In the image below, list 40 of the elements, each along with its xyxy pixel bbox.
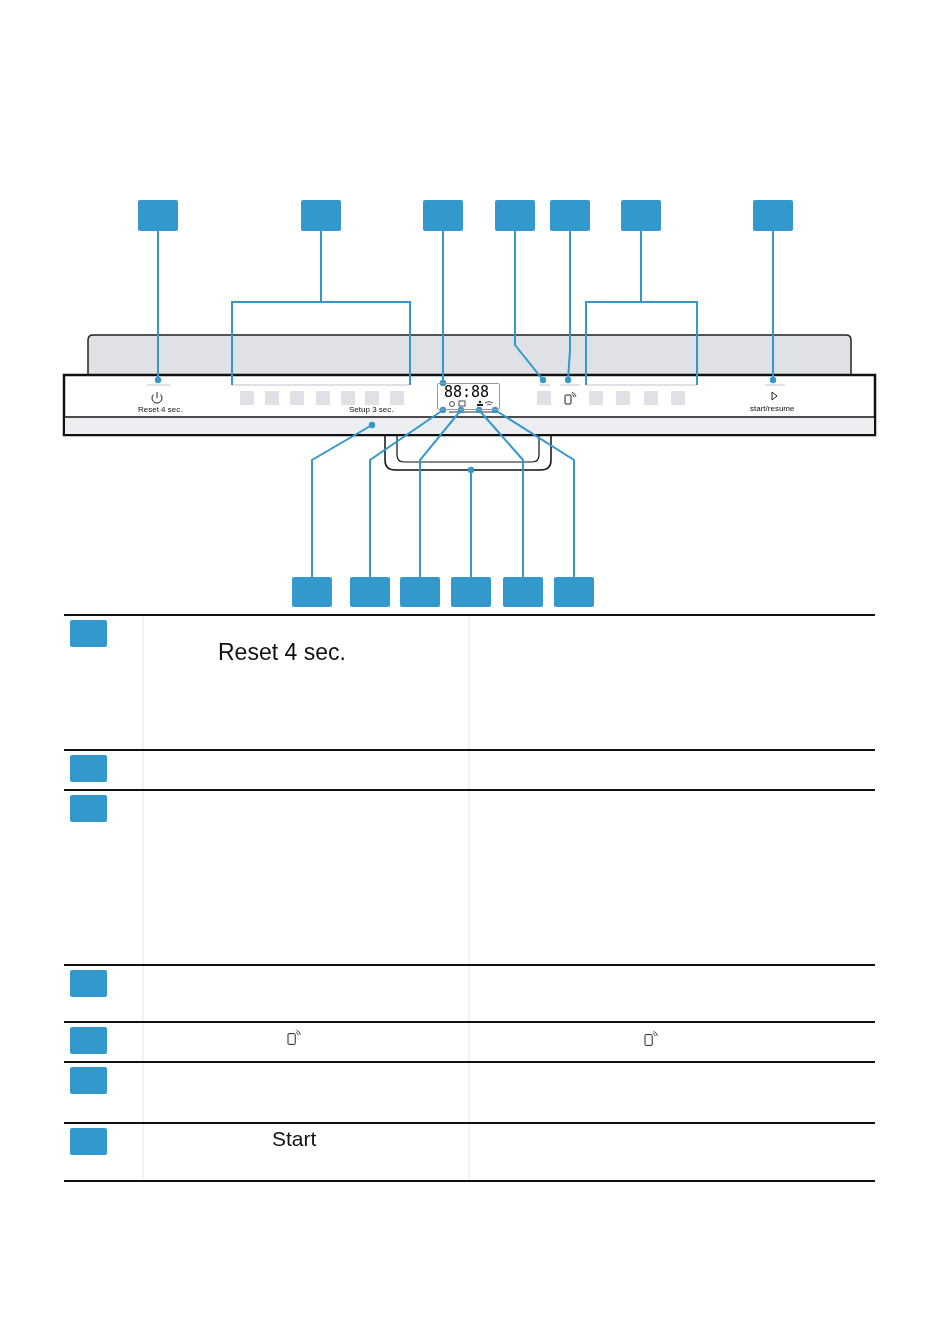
callout-badge — [70, 795, 107, 822]
leader-line — [439, 230, 447, 387]
leader-line — [154, 230, 162, 384]
callout-badge — [350, 577, 390, 607]
leader-line — [769, 230, 777, 384]
leader-line — [491, 406, 575, 578]
button-label: Setup 3 sec. — [349, 406, 394, 414]
leader-line — [585, 230, 698, 386]
display-digits: 88:88 — [444, 385, 490, 400]
callout-badge — [70, 1027, 107, 1054]
leader-line — [475, 406, 524, 578]
callout-badge — [554, 577, 594, 607]
callout-badge — [301, 200, 341, 231]
callout-badge — [70, 755, 107, 782]
callout-badge — [451, 577, 491, 607]
callout-badge — [70, 620, 107, 647]
leader-line — [311, 421, 376, 578]
callout-badge — [621, 200, 661, 231]
callout-badge — [138, 200, 178, 231]
callout-badge — [495, 200, 535, 231]
leader-line — [564, 230, 572, 384]
leader-line — [514, 230, 547, 384]
leader-line — [231, 230, 411, 386]
callout-badge — [423, 200, 463, 231]
panel-strip — [65, 418, 874, 434]
callout-badge — [400, 577, 440, 607]
callout-badge — [70, 970, 107, 997]
callout-badge — [503, 577, 543, 607]
table-text: Start — [272, 1128, 317, 1149]
callout-badge — [70, 1067, 107, 1094]
leader-line — [467, 466, 475, 578]
callout-badge — [70, 1128, 107, 1155]
display-screen — [437, 383, 500, 410]
leader-line — [419, 406, 465, 578]
callout-badge — [550, 200, 590, 231]
callout-badge — [292, 577, 332, 607]
handle-recess — [384, 435, 552, 471]
callout-badge — [753, 200, 793, 231]
table-text: Reset 4 sec. — [218, 641, 346, 664]
leader-line — [369, 406, 447, 578]
